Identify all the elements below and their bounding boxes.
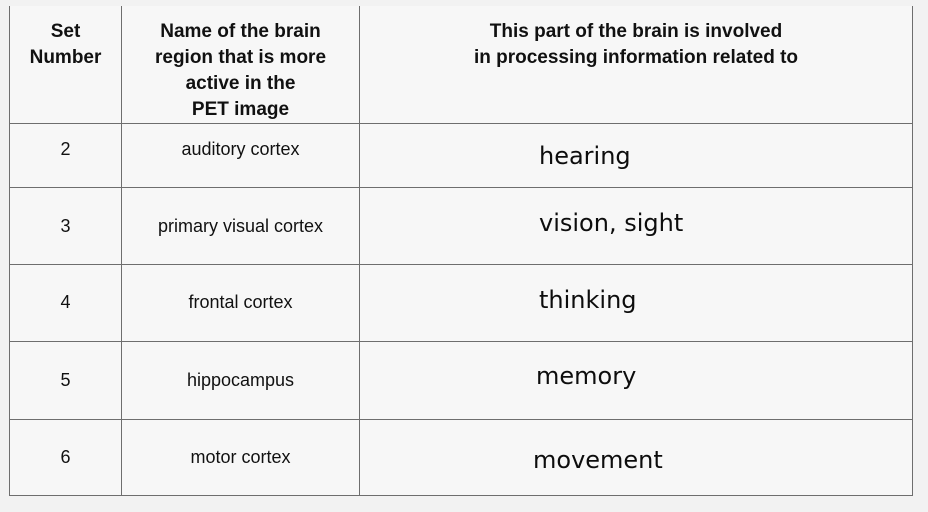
- region-name: hippocampus: [186, 370, 295, 390]
- function-cell: vision, sight: [359, 187, 913, 265]
- table-row: 2 auditory cortex hearing: [9, 123, 913, 188]
- set-number-cell: 3: [9, 187, 122, 265]
- function-answer: hearing: [539, 142, 631, 170]
- table-row: 4 frontal cortex thinking: [9, 264, 913, 342]
- set-number-value: 3: [60, 216, 71, 236]
- set-number-cell: 4: [9, 264, 122, 342]
- region-name: auditory cortex: [181, 139, 300, 159]
- set-number-cell: 5: [9, 341, 122, 420]
- function-answer: memory: [536, 362, 637, 390]
- table-row: 6 motor cortex movement: [9, 419, 913, 496]
- brain-regions-table: Set Number Name of the brain region that…: [9, 6, 913, 496]
- set-number-cell: 6: [9, 419, 122, 496]
- region-cell: motor cortex: [121, 419, 360, 496]
- function-answer: vision, sight: [539, 209, 684, 237]
- function-cell: memory: [359, 341, 913, 420]
- header-region: Name of the brain region that is more ac…: [121, 6, 360, 124]
- region-name: motor cortex: [190, 447, 291, 467]
- region-name: frontal cortex: [188, 292, 293, 312]
- region-cell: frontal cortex: [121, 264, 360, 342]
- region-name: primary visual cortex: [157, 216, 324, 236]
- function-cell: hearing: [359, 123, 913, 188]
- header-row: Set Number Name of the brain region that…: [9, 6, 913, 124]
- set-number-value: 6: [60, 447, 71, 467]
- function-cell: thinking: [359, 264, 913, 342]
- region-cell: primary visual cortex: [121, 187, 360, 265]
- header-set-number: Set Number: [9, 6, 122, 124]
- set-number-cell: 2: [9, 123, 122, 188]
- set-number-value: 5: [60, 370, 71, 390]
- function-answer: movement: [533, 446, 663, 474]
- function-cell: movement: [359, 419, 913, 496]
- function-answer: thinking: [539, 286, 637, 314]
- header-function: This part of the brain is involved in pr…: [359, 6, 913, 124]
- table-row: 5 hippocampus memory: [9, 341, 913, 420]
- table-row: 3 primary visual cortex vision, sight: [9, 187, 913, 265]
- region-cell: auditory cortex: [121, 123, 360, 188]
- set-number-value: 4: [60, 292, 71, 312]
- region-cell: hippocampus: [121, 341, 360, 420]
- set-number-value: 2: [60, 139, 71, 159]
